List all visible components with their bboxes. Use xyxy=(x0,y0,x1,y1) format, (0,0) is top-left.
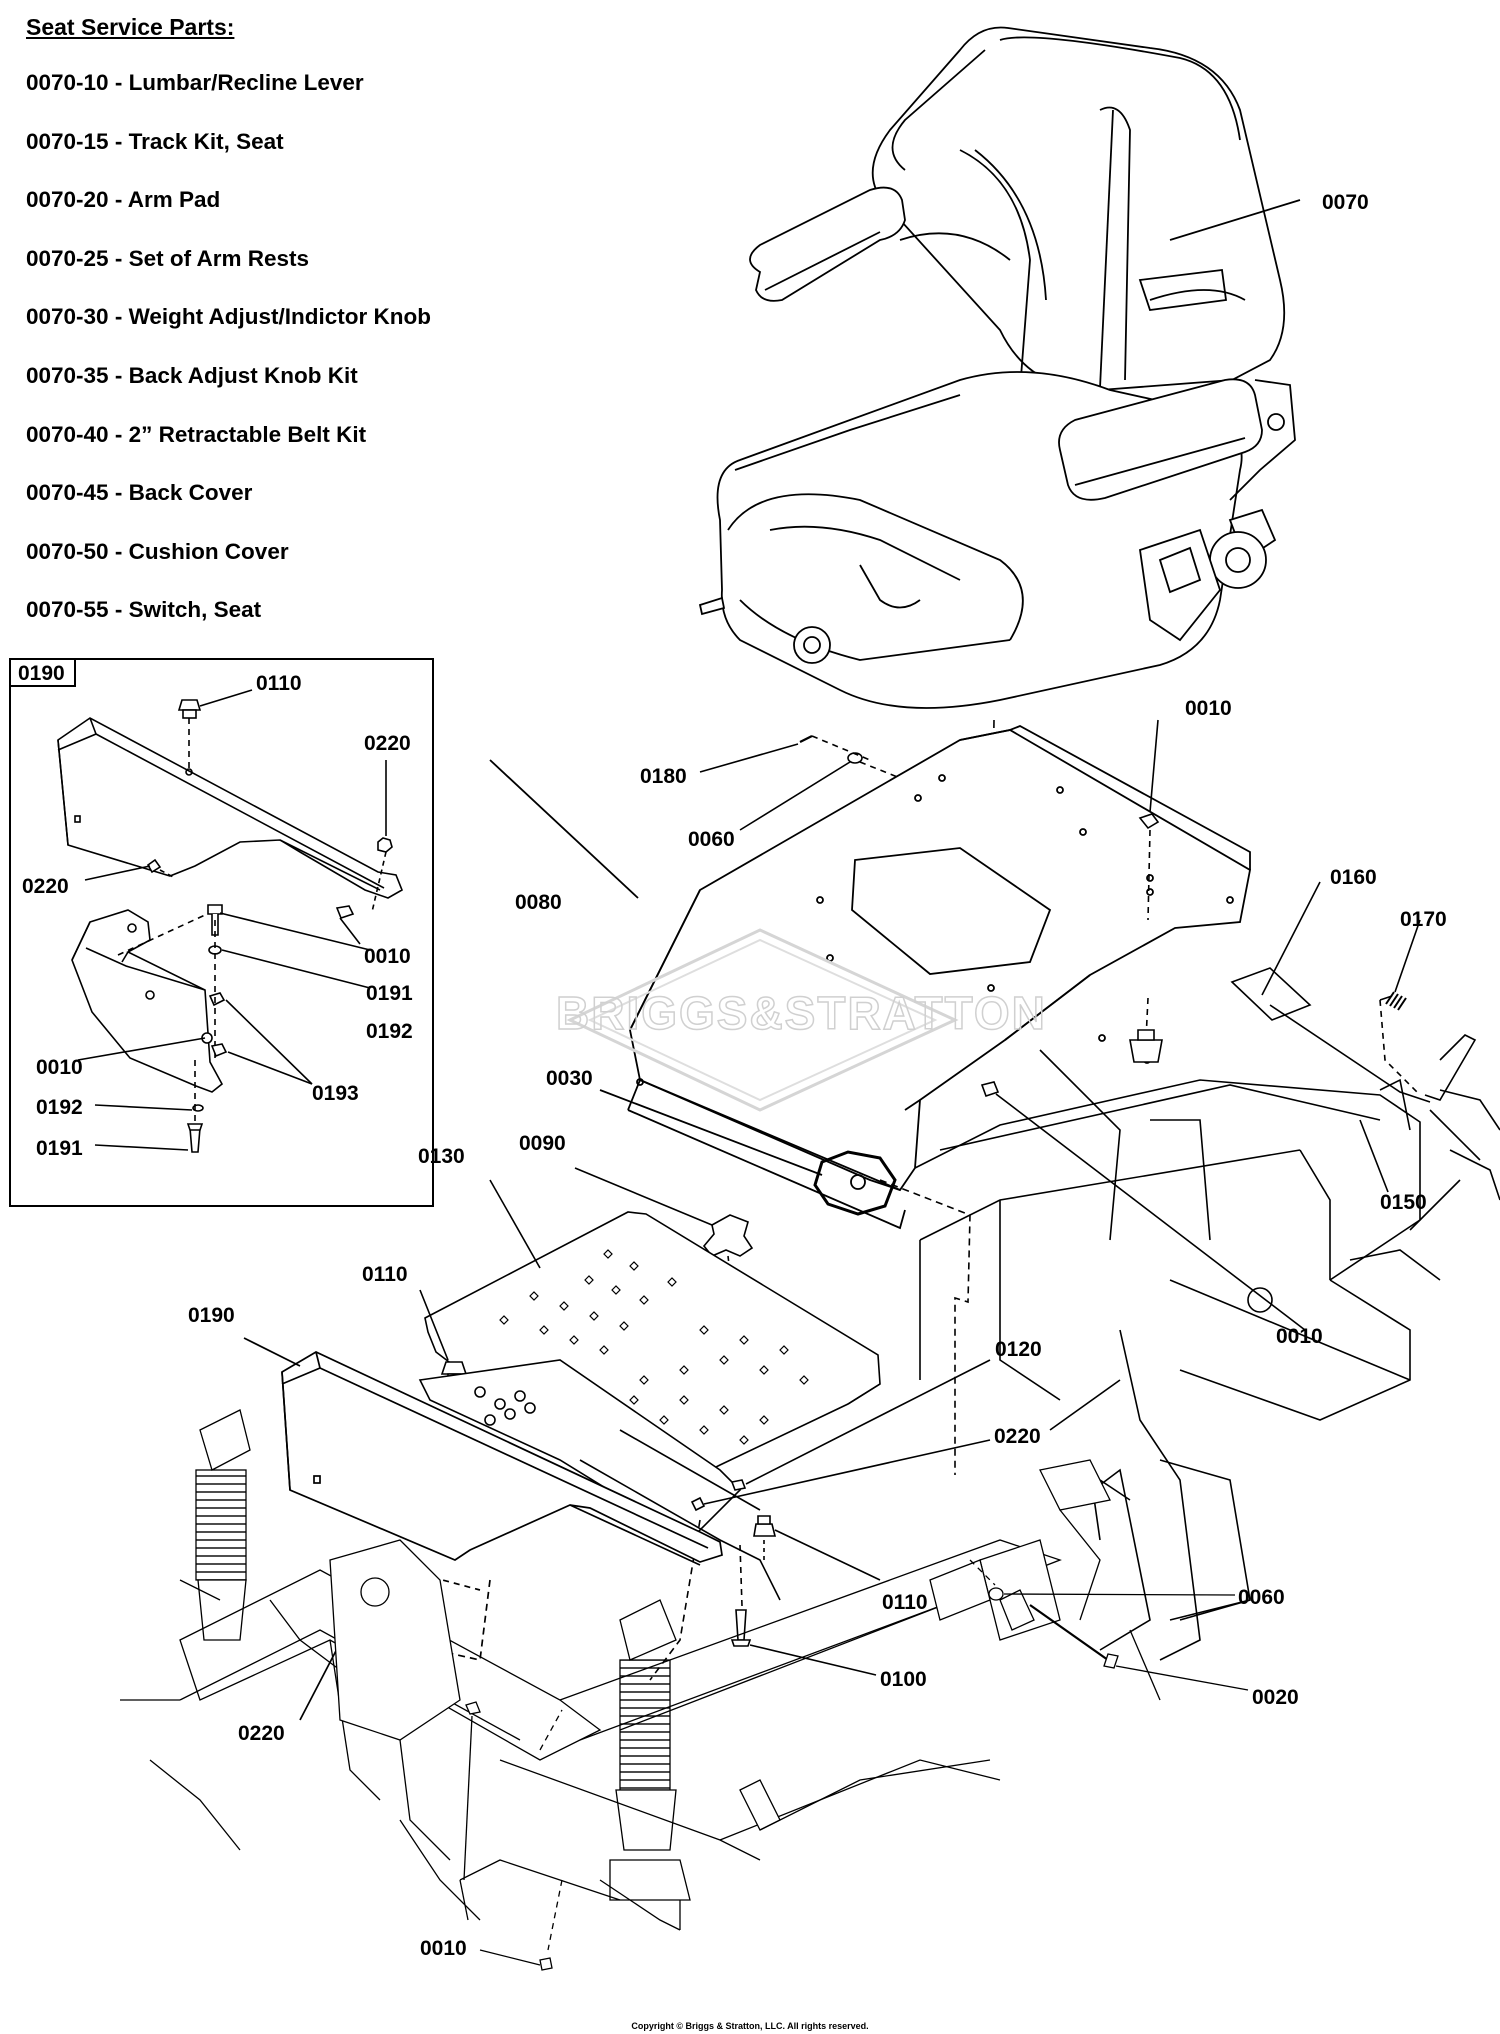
service-part-item: 0070-10 - Lumbar/Recline Lever xyxy=(26,70,364,95)
inset-lower-bracket xyxy=(71,909,224,1093)
callout-label: 0020 xyxy=(1252,1686,1299,1709)
inset-label-box xyxy=(9,658,76,687)
inset-0190 xyxy=(9,658,434,1207)
seat-left-armrest xyxy=(749,186,906,302)
inset-bumper-0110 xyxy=(177,699,202,719)
seat-switch xyxy=(1139,528,1222,642)
left-spring xyxy=(195,1469,247,1581)
callout-label: 0120 xyxy=(995,1338,1042,1361)
bumper xyxy=(1129,1039,1163,1063)
callout-label: 0160 xyxy=(1330,866,1377,889)
nut-0120 xyxy=(730,1479,747,1491)
service-part-item: 0070-25 - Set of Arm Rests xyxy=(26,245,310,271)
callout-label: 0060 xyxy=(688,828,735,851)
callout-label: 0080 xyxy=(515,891,562,914)
callout-label: 0010 xyxy=(364,945,411,968)
inset-nut-0010 xyxy=(335,905,355,919)
seat-pan-0080 xyxy=(489,725,1252,1230)
callout-label: 0130 xyxy=(418,1145,465,1168)
plate-hole-pattern xyxy=(499,1249,809,1445)
callout-label: 0070 xyxy=(1322,191,1369,214)
nut-0010 xyxy=(980,1081,1000,1098)
inset-box-label: 0190 xyxy=(18,662,65,685)
nut-0010 xyxy=(1138,813,1160,830)
callout-label: 0100 xyxy=(880,1668,927,1691)
callout-label: 0150 xyxy=(1380,1191,1427,1214)
callout-label: 0010 xyxy=(1276,1325,1323,1348)
inset-pin-0220 xyxy=(146,858,162,874)
inset-frame xyxy=(9,658,434,1207)
callout-label: 0192 xyxy=(36,1096,83,1119)
floor-plate-area xyxy=(418,1167,991,1681)
service-part-item: 0070-55 - Switch, Seat xyxy=(26,597,262,623)
callout-label: 0220 xyxy=(22,875,69,898)
pin-0220 xyxy=(690,1496,706,1512)
service-part-item: 0070-15 - Track Kit, Seat xyxy=(26,128,284,154)
seat-right-armrest xyxy=(1058,378,1263,501)
chassis-suspension xyxy=(120,1409,1249,1971)
copyright-notice: Copyright © Briggs & Stratton, LLC. All … xyxy=(631,2021,869,2031)
inset-pin-0220 xyxy=(377,837,393,853)
callout-label: 0191 xyxy=(36,1137,83,1160)
callout-label: 0110 xyxy=(362,1263,408,1286)
callout-label: 0220 xyxy=(364,732,411,755)
inset-nut-0193 xyxy=(208,992,226,1007)
service-parts-title: Seat Service Parts: xyxy=(26,14,235,40)
seat-weight-knob xyxy=(793,626,831,664)
callout-label: 0191 xyxy=(366,982,413,1005)
callout-label: 0030 xyxy=(546,1067,593,1090)
seat-lever xyxy=(698,596,726,616)
bumper-0110 xyxy=(440,1361,468,1375)
floor-plate-0130 xyxy=(424,1211,881,1481)
service-part-item: 0070-40 - 2” Retractable Belt Kit xyxy=(26,421,367,447)
callout-label: 0220 xyxy=(238,1722,285,1745)
nut-0010 xyxy=(465,1701,481,1715)
callout-label: 0220 xyxy=(994,1425,1041,1448)
service-part-item: 0070-45 - Back Cover xyxy=(26,480,253,506)
callout-label: 0193 xyxy=(312,1082,359,1105)
callout-label: 0010 xyxy=(1185,697,1232,720)
nut-0010 xyxy=(539,1957,553,1971)
bumper-0110 xyxy=(753,1523,777,1537)
service-part-item: 0070-50 - Cushion Cover xyxy=(26,538,289,564)
seat-backrest xyxy=(871,26,1286,391)
inset-nut-0193 xyxy=(210,1043,228,1058)
seat-pan-hardware xyxy=(980,719,1306,1331)
service-part-item: 0070-35 - Back Adjust Knob Kit xyxy=(26,362,358,388)
watermark-text: BRIGGS&STRATTON xyxy=(556,987,1047,1039)
spring-0170 xyxy=(1385,991,1407,1011)
callout-label: 0010 xyxy=(420,1937,467,1960)
callout-label: 0110 xyxy=(256,672,302,695)
watermark-logo xyxy=(566,928,959,1112)
callout-label: 0010 xyxy=(36,1056,83,1079)
callout-label: 0190 xyxy=(188,1304,235,1327)
pin-0180 xyxy=(799,735,813,743)
callout-label: 0090 xyxy=(519,1132,566,1155)
latch-0160 xyxy=(1230,967,1312,1021)
inset-bolt-0191 xyxy=(189,1127,201,1153)
bolt-0020 xyxy=(1029,1604,1109,1661)
inset-seat-bracket xyxy=(57,717,404,899)
inset-bolt-0191 xyxy=(207,904,223,915)
knob-0090 xyxy=(702,1214,754,1257)
washer-0060 xyxy=(988,1587,1004,1601)
latch-assembly xyxy=(1230,881,1477,1103)
seat-service-parts-list: Seat Service Parts: 0070-10 - Lumbar/Rec… xyxy=(26,12,431,654)
callout-label: 0170 xyxy=(1400,908,1447,931)
callout-label: 0110 xyxy=(882,1591,928,1614)
seat-assembly xyxy=(698,26,1301,709)
plate-0030 xyxy=(813,1150,897,1216)
right-spring xyxy=(619,1659,671,1791)
service-part-item: 0070-20 - Arm Pad xyxy=(26,187,221,213)
callout-label: 0060 xyxy=(1238,1586,1285,1609)
service-part-item: 0070-30 - Weight Adjust/Indictor Knob xyxy=(26,304,432,330)
seat-adjust-knob xyxy=(1209,531,1267,589)
callout-label: 0192 xyxy=(366,1020,413,1043)
callout-label: 0180 xyxy=(640,765,687,788)
